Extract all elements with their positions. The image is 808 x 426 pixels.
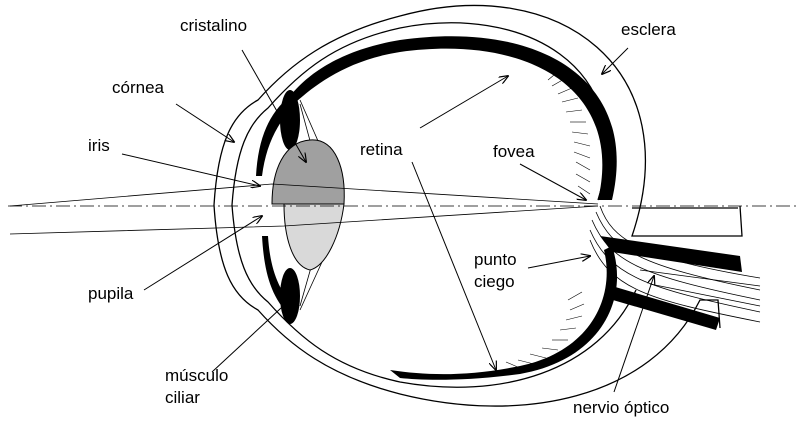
label-punto-line2: ciego <box>474 272 515 292</box>
label-nervio-optico: nervio óptico <box>573 398 669 418</box>
pointer-esclera <box>602 48 628 74</box>
lens-lower-half <box>284 204 344 270</box>
nerve-black-band-bottom <box>606 286 720 330</box>
pointer-retina-up <box>420 76 508 128</box>
label-musculo-line2: ciliar <box>165 388 200 408</box>
label-punto-line1: punto <box>474 250 517 270</box>
label-musculo-line1: músculo <box>165 366 228 386</box>
pointer-pupila <box>144 216 262 290</box>
lens-upper-half <box>272 140 344 204</box>
label-fovea: fovea <box>493 142 535 162</box>
label-pointers <box>122 48 654 392</box>
label-retina: retina <box>360 140 403 160</box>
pointer-fovea <box>520 164 586 200</box>
retina-hatching <box>506 70 590 368</box>
nerve-black-band-top <box>600 236 742 272</box>
pointer-punto-ciego <box>528 256 590 268</box>
label-cornea: córnea <box>112 78 164 98</box>
label-pupila: pupila <box>88 284 133 304</box>
label-cristalino: cristalino <box>180 16 247 36</box>
label-iris: iris <box>88 136 110 156</box>
label-esclera: esclera <box>621 20 676 40</box>
pointer-cornea <box>176 104 234 142</box>
